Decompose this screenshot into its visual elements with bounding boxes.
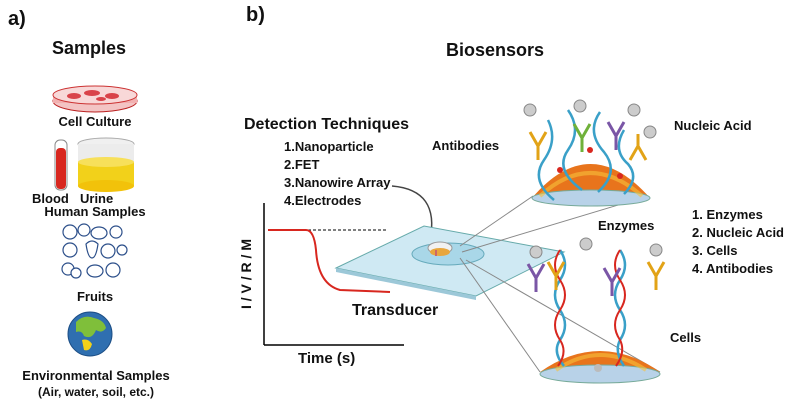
detection-item: 1.Nanoparticle [284, 139, 374, 154]
antibodies-label: Antibodies [432, 138, 500, 153]
bio-list-item: 2. Nucleic Acid [692, 225, 784, 240]
nucleic-acid-label: Nucleic Acid [674, 118, 752, 133]
detection-title: Detection Techniques [244, 116, 410, 133]
cell-culture-label: Cell Culture [58, 114, 132, 129]
biosensors-title: Biosensors [446, 40, 545, 60]
urine-label: Urine [80, 191, 114, 206]
fruits-icon [61, 223, 128, 279]
cells-label: Cells [670, 330, 702, 345]
detection-list: 1.Nanoparticle 2.FET 3.Nanowire Array 4.… [284, 138, 390, 210]
detection-item: 3.Nanowire Array [284, 175, 391, 190]
environmental-label: Environmental Samples [22, 368, 170, 383]
bio-list-item: 3. Cells [692, 243, 738, 258]
samples-title: Samples [52, 38, 127, 58]
fruits-label: Fruits [76, 289, 114, 304]
detection-item: 2.FET [284, 157, 320, 172]
blood-tube-icon [54, 139, 68, 191]
panel-a-label: a) [8, 8, 26, 30]
upper-dome [523, 99, 657, 207]
detection-item: 4.Electrodes [284, 193, 362, 208]
lower-dome [526, 237, 666, 384]
bio-list: 1. Enzymes 2. Nucleic Acid 3. Cells 4. A… [692, 206, 784, 278]
cell-culture-dish-icon [52, 85, 138, 113]
response-graph [263, 203, 404, 346]
bio-list-item: 1. Enzymes [692, 207, 763, 222]
environmental-sub-label: (Air, water, soil, etc.) [37, 385, 155, 399]
bio-list-item: 4. Antibodies [692, 261, 774, 276]
human-samples-label: Human Samples [44, 204, 146, 219]
graph-xlabel: Time (s) [298, 350, 356, 367]
transducer-label: Transducer [352, 302, 439, 319]
blood-label: Blood [32, 191, 69, 206]
panel-b-label: b) [246, 4, 265, 26]
earth-icon [67, 311, 113, 357]
transducer-device [334, 225, 566, 300]
urine-beaker-icon [77, 137, 135, 192]
graph-ylabel: I / V / R / M [238, 239, 254, 310]
enzymes-label: Enzymes [598, 218, 655, 233]
